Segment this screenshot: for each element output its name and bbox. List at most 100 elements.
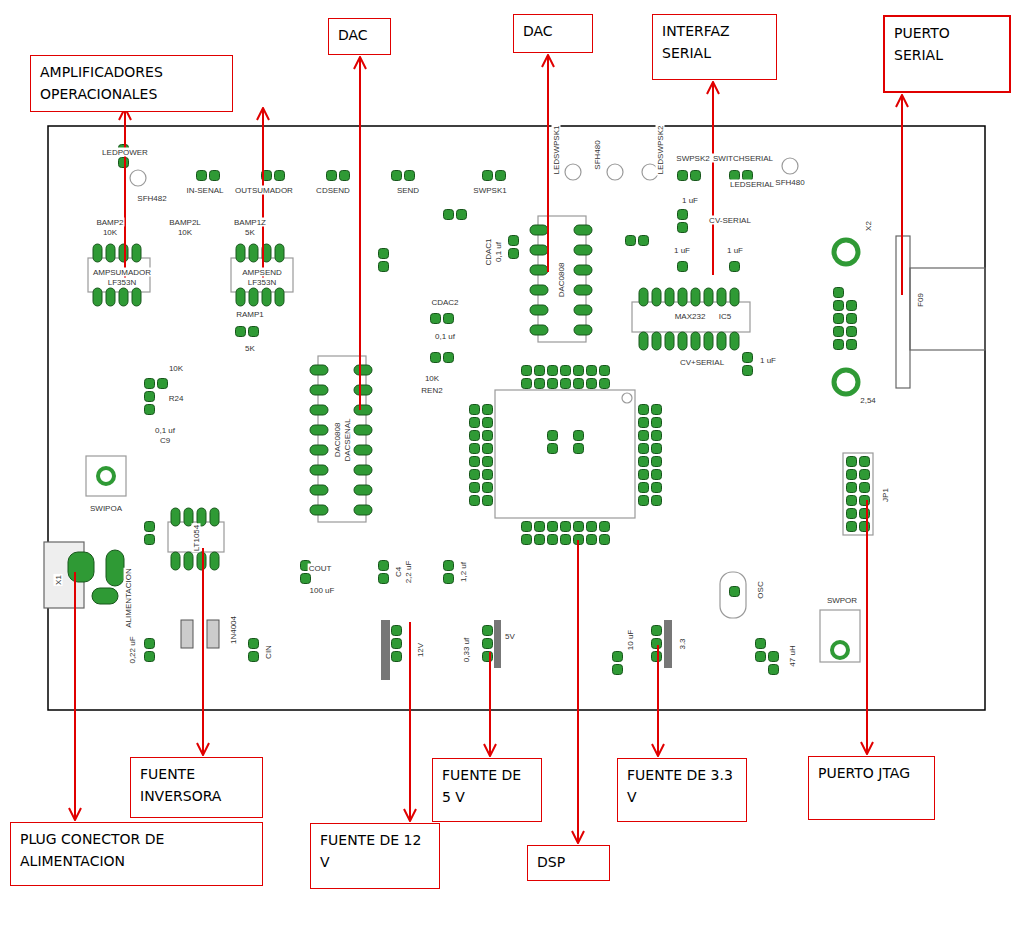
silkscreen-label: CIN [264,644,273,660]
silkscreen-label: SWPOR [826,596,858,605]
silkscreen-label: COUT [308,564,333,573]
silkscreen-label: DAC0808 [333,422,342,459]
silkscreen-label: SFH480 [774,178,805,187]
callout-text: FUENTE INVERSORA [140,764,253,807]
silkscreen-label: CV-SERIAL [708,216,752,225]
silkscreen-label: 3.3 [678,637,687,650]
silkscreen-label: F09 [916,292,925,308]
callout-text: DAC [523,21,583,43]
callout-text: PUERTO SERIAL [894,23,1000,66]
silkscreen-label: AMPSEND [241,268,283,277]
silkscreen-label: 10 uF [626,629,635,651]
silkscreen-label: 1 uF [681,196,699,205]
callout-box: PLUG CONECTOR DE ALIMENTACION [10,822,263,886]
callout-text: FUENTE DE 12 V [320,830,430,873]
silkscreen-label: CDAC1 [484,237,493,266]
silkscreen-label: LT1054 [192,524,201,553]
component-outlines [44,158,985,662]
silkscreen-label: BAMP2 [95,218,124,227]
silkscreen-label: MAX232 [674,312,707,321]
silkscreen-label: 1 uF [759,356,777,365]
solder-pads [68,143,871,676]
silkscreen-label: RAMP1 [235,310,265,319]
silkscreen-label: 2,2 uF [404,560,413,585]
silkscreen-label: CDSEND [315,186,351,195]
silkscreen-label: IC5 [718,312,732,321]
silkscreen-label: OUTSUMADOR [234,186,294,195]
silkscreen-label: LEDPOWER [101,148,149,157]
silkscreen-label: 12V [416,642,425,658]
callout-box: FUENTE DE 12 V [310,823,440,889]
silkscreen-label: CV+SERIAL [679,358,725,367]
callout-text: FUENTE DE 5 V [442,765,532,808]
silkscreen-label: LEDSWPSK2 [656,125,665,176]
silkscreen-label: DACSENAL [343,417,352,462]
silkscreen-label: 0,1 uf [154,426,176,435]
silkscreen-label: 100 uF [309,586,336,595]
silkscreen-label: X2 [864,220,873,232]
callout-box: FUENTE DE 5 V [432,758,542,822]
silkscreen-label: X1 [54,574,63,586]
callout-box: DAC [328,18,391,55]
silkscreen-label: DAC0808 [557,262,566,299]
silkscreen-label: 10K [177,228,193,237]
silkscreen-label: 0,33 uf [462,637,471,663]
callout-box: INTERFAZ SERIAL [652,14,777,80]
silkscreen-label: AMPSUMADOR [92,268,152,277]
silkscreen-label: LEDSWPSK1 [552,125,561,176]
callout-text: DAC [338,25,381,47]
silkscreen-label: BAMP2L [168,218,202,227]
silkscreen-label: SFH482 [136,194,167,203]
silkscreen-label: 0,1 uf [494,241,503,263]
silkscreen-label: 47 uH [788,644,797,667]
silkscreen-label: IN-SENAL [186,186,225,195]
silkscreen-label: C9 [159,436,171,445]
silkscreen-label: 1N4004 [229,615,238,645]
callout-box: AMPLIFICADORES OPERACIONALES [30,55,233,112]
silkscreen-label: LEDSERIAL [729,180,775,189]
silkscreen-label: BAMP1Z [233,218,267,227]
callout-text: FUENTE DE 3.3 V [627,765,737,808]
silkscreen-label: SWPSK1 [472,186,507,195]
silkscreen-label: 10K [424,374,440,383]
silkscreen-label: 5V [504,632,516,641]
silkscreen-label: LF353N [107,278,137,287]
board-outline [48,126,985,710]
silkscreen-label: 1,2 uf [459,561,468,583]
callout-box: DSP [527,845,610,881]
callout-text: AMPLIFICADORES OPERACIONALES [40,62,223,105]
silkscreen-label: SEND [396,186,420,195]
silkscreen-label: CDAC2 [430,298,459,307]
silkscreen-label: 0,22 uF [128,635,137,664]
silkscreen-label: 0,1 uf [434,332,456,341]
callout-text: DSP [537,852,600,874]
silkscreen-label: SFH480 [593,139,602,170]
silkscreen-label: 1 uF [673,246,691,255]
leader-arrows [75,55,902,843]
silkscreen-label: SWIPOA [89,504,123,513]
regulator-tabs [181,620,672,680]
callout-text: INTERFAZ SERIAL [662,21,767,64]
callout-text: PLUG CONECTOR DE ALIMENTACION [20,829,253,872]
callout-box: FUENTE INVERSORA [130,757,263,818]
callout-text: PUERTO JTAG [818,763,925,785]
silkscreen-label: 5K [244,344,256,353]
silkscreen-label: OSC [756,580,765,599]
silkscreen-label: ALIMENTACION [124,567,133,628]
silkscreen-label: REN2 [420,386,443,395]
silkscreen-label: 5K [244,228,256,237]
silkscreen-label: R24 [168,394,185,403]
silkscreen-label: 10K [102,228,118,237]
callout-box: PUERTO JTAG [808,756,935,820]
callout-box: DAC [513,14,593,53]
silkscreen-label: 1 uF [726,246,744,255]
silkscreen-label: C4 [394,566,403,578]
silkscreen-label: SWITCHSERIAL [712,154,774,163]
silkscreen-label: 10K [168,364,184,373]
silkscreen-label: SWPSK2 [675,154,710,163]
silkscreen-label: LF353N [247,278,277,287]
silkscreen-label: 2,54 [859,396,877,405]
callout-box: FUENTE DE 3.3 V [617,758,747,822]
callout-box: PUERTO SERIAL [883,15,1011,93]
